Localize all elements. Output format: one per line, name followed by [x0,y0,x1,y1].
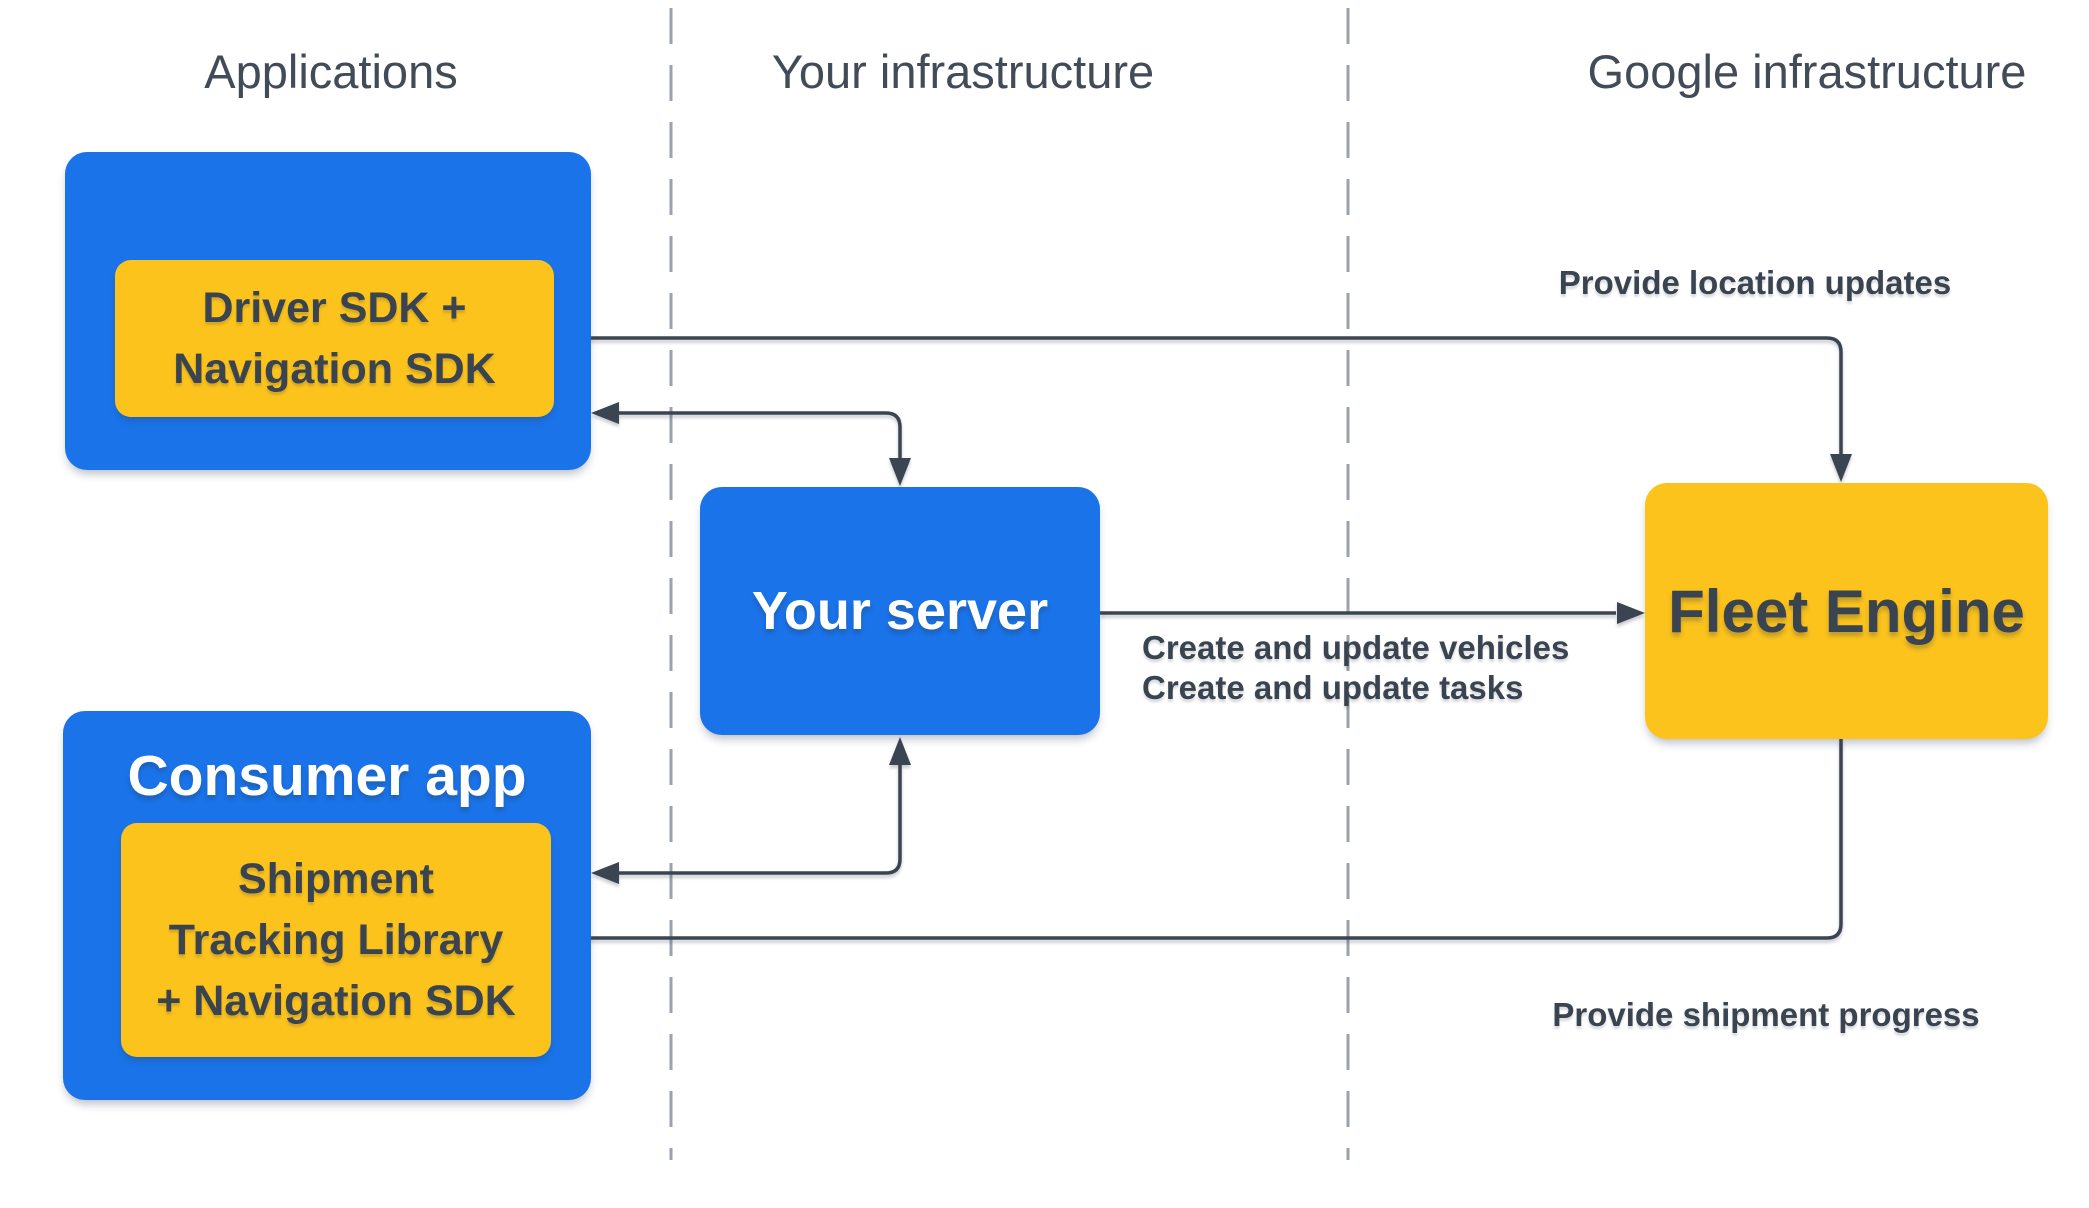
label-create-update-stack: Create and update vehicles Create and up… [1142,628,1569,708]
shipment-library-line-3: + Navigation SDK [156,976,516,1025]
label-provide-location-updates: Provide location updates [1558,264,1952,301]
arrowhead-down-into-your-server [889,458,911,486]
label-provide-shipment-progress: Provide shipment progress [1552,996,1980,1033]
consumer-app-box: Consumer app Shipment Tracking Library +… [63,711,591,1100]
arrow-driver-sdk-fleet-engine [554,327,1852,482]
arrow-your-server-fleet-engine [1100,602,1645,624]
arrow-line [619,764,902,875]
arrowhead-left-into-consumer-app [591,862,619,884]
your-server-title: Your server [751,581,1049,641]
arrowhead-right-into-fleet-engine [1617,602,1645,624]
arrow-line [619,411,902,459]
column-header-your-infrastructure: Your infrastructure [771,45,1155,98]
label-create-and-update-vehicles: Create and update vehicles [1142,629,1570,666]
arrow-fleet-engine-shipment-library [551,739,1843,949]
driver-app-box: Driver app Driver SDK + Navigation SDK [65,152,591,470]
arrowhead-down-into-fleet-engine [1830,454,1852,482]
fleet-engine-title: Fleet Engine [1668,577,2025,645]
your-server-box: Your server [700,487,1100,735]
arrowhead-left-into-driver-app [591,402,619,424]
column-header-google-infrastructure: Google infrastructure [1587,45,2027,98]
driver-sdk-line-2: Navigation SDK [173,344,496,393]
shipment-library-line-1: Shipment [238,854,434,903]
arrow-driver-app-your-server [591,402,911,486]
arrow-line [582,336,1843,455]
shipment-tracking-library-box: Shipment Tracking Library + Navigation S… [121,823,551,1057]
label-create-and-update-tasks: Create and update tasks [1142,669,1524,706]
driver-sdk-box: Driver SDK + Navigation SDK [115,260,554,417]
arrowhead-up-into-your-server [889,737,911,765]
arrow-line [580,739,1843,940]
shipment-library-line-2: Tracking Library [168,915,504,964]
consumer-app-title: Consumer app [127,744,527,808]
driver-sdk-line-1: Driver SDK + [202,283,467,332]
fleet-engine-box: Fleet Engine [1645,483,2048,739]
column-header-applications: Applications [204,45,458,98]
arrow-your-server-consumer-app [591,737,911,884]
